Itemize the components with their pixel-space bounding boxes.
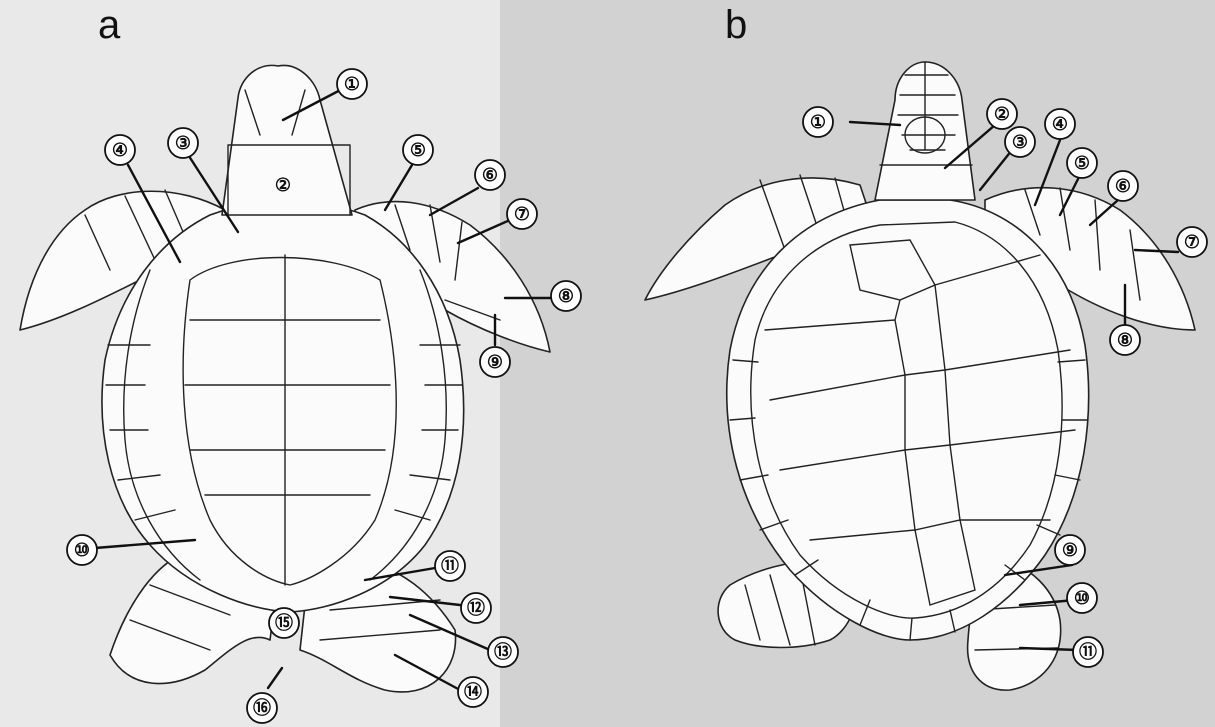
panel-b-marker-11: ⑪ — [1073, 637, 1103, 667]
panel-a-letter: a — [98, 3, 121, 47]
panel-a-marker-2: ② — [275, 175, 291, 195]
svg-text:⑬: ⑬ — [494, 641, 512, 662]
panel-a-marker-13: ⑬ — [488, 637, 518, 667]
panel-a-marker-3: ③ — [168, 128, 198, 158]
panel-b-marker-1: ① — [803, 107, 833, 137]
panel-b-marker-6: ⑥ — [1108, 171, 1138, 201]
svg-text:⑮: ⑮ — [275, 612, 293, 633]
panel-a-shell — [102, 202, 464, 612]
panel-b-marker-2: ② — [987, 99, 1017, 129]
svg-text:⑨: ⑨ — [1062, 540, 1078, 560]
panel-a-marker-14: ⑭ — [458, 677, 488, 707]
panel-a-marker-15: ⑮ — [269, 608, 299, 638]
panel-b-marker-8: ⑧ — [1110, 325, 1140, 355]
panel-a-marker-1: ① — [337, 69, 367, 99]
panel-a-marker-5: ⑤ — [403, 135, 433, 165]
panel-b-marker-9: ⑨ — [1055, 535, 1085, 565]
svg-text:⑦: ⑦ — [514, 204, 530, 224]
panel-a-marker-12: ⑫ — [461, 593, 491, 623]
svg-text:⑫: ⑫ — [467, 597, 485, 618]
svg-text:④: ④ — [112, 140, 128, 160]
svg-text:⑭: ⑭ — [464, 681, 482, 702]
svg-text:⑩: ⑩ — [74, 540, 90, 560]
svg-text:②: ② — [994, 104, 1010, 124]
svg-text:①: ① — [344, 74, 360, 94]
svg-text:⑪: ⑪ — [441, 555, 459, 576]
panel-a-marker-4: ④ — [105, 135, 135, 165]
svg-text:②: ② — [275, 175, 291, 195]
svg-text:④: ④ — [1052, 114, 1068, 134]
svg-text:⑥: ⑥ — [1115, 176, 1131, 196]
panel-b-marker-3: ③ — [1005, 127, 1035, 157]
panel-a-marker-6: ⑥ — [475, 160, 505, 190]
svg-text:⑤: ⑤ — [1074, 153, 1090, 173]
svg-text:⑯: ⑯ — [253, 697, 271, 718]
panel-b-marker-7: ⑦ — [1177, 227, 1207, 257]
panel-b-marker-4: ④ — [1045, 109, 1075, 139]
svg-text:①: ① — [810, 112, 826, 132]
panel-b-marker-10: ⑩ — [1067, 583, 1097, 613]
panel-a-marker-7: ⑦ — [507, 199, 537, 229]
panel-b-marker-5: ⑤ — [1067, 148, 1097, 178]
panel-a-marker-10: ⑩ — [67, 535, 97, 565]
svg-text:⑨: ⑨ — [487, 352, 503, 372]
svg-text:⑤: ⑤ — [410, 140, 426, 160]
panel-b-letter: b — [725, 3, 747, 47]
svg-text:③: ③ — [1012, 132, 1028, 152]
panel-a-marker-11: ⑪ — [435, 551, 465, 581]
svg-text:⑪: ⑪ — [1079, 641, 1097, 662]
svg-text:⑩: ⑩ — [1074, 588, 1090, 608]
svg-text:⑥: ⑥ — [482, 165, 498, 185]
svg-text:⑧: ⑧ — [1117, 330, 1133, 350]
svg-text:⑦: ⑦ — [1184, 232, 1200, 252]
svg-text:⑧: ⑧ — [558, 286, 574, 306]
panel-a-marker-8: ⑧ — [551, 281, 581, 311]
panel-a-marker-9: ⑨ — [480, 347, 510, 377]
svg-text:③: ③ — [175, 133, 191, 153]
panel-a-marker-16: ⑯ — [247, 693, 277, 723]
